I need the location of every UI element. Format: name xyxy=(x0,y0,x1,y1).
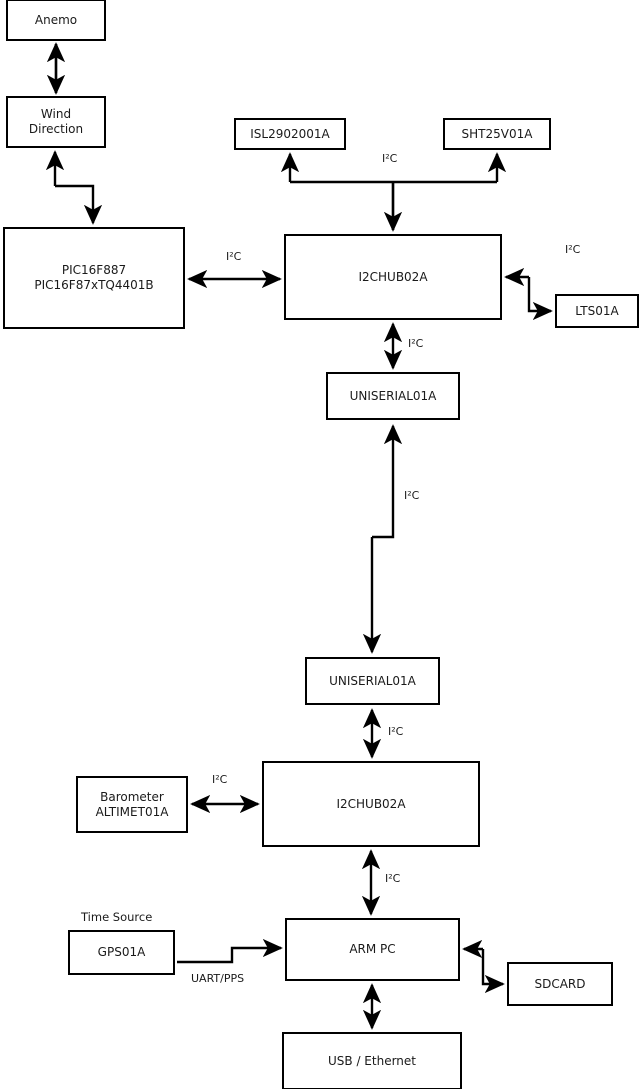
block-label-wind: Wind Direction xyxy=(28,107,84,136)
block-hub_top[interactable]: I2CHUB02A xyxy=(284,234,502,320)
block-barometer[interactable]: Barometer ALTIMET01A xyxy=(76,776,188,833)
lbl-hub-uniserial: I²C xyxy=(408,337,424,350)
block-label-armpc: ARM PC xyxy=(349,942,396,956)
block-label-barometer: Barometer ALTIMET01A xyxy=(95,789,169,819)
block-label-uniserial_1: UNISERIAL01A xyxy=(349,388,437,403)
lbl-uniserial-link: I²C xyxy=(404,489,420,502)
connector-hubtop-sensors xyxy=(280,152,507,232)
connector-pic-wind xyxy=(45,150,103,225)
block-label-anemo: Anemo xyxy=(34,12,78,27)
block-gps[interactable]: GPS01A xyxy=(68,930,175,975)
lbl-hub-lts: I²C xyxy=(565,243,581,256)
block-anemo[interactable]: Anemo xyxy=(6,0,106,41)
block-sdcard[interactable]: SDCARD xyxy=(507,962,613,1006)
time-source-label: Time Source xyxy=(81,910,153,924)
block-uniserial_1[interactable]: UNISERIAL01A xyxy=(326,372,460,420)
block-label-isl: ISL2902001A xyxy=(250,126,330,141)
block-label-usbeth: USB / Ethernet xyxy=(328,1053,416,1068)
block-hub_bottom[interactable]: I2CHUB02A xyxy=(262,761,480,847)
block-lts[interactable]: LTS01A xyxy=(555,294,639,328)
block-pic[interactable]: PIC16F887 PIC16F87xTQ4401B xyxy=(3,227,185,329)
block-label-hub_bottom: I2CHUB02A xyxy=(336,796,406,811)
block-wind[interactable]: Wind Direction xyxy=(6,96,106,148)
lbl-baro-hub2: I²C xyxy=(212,773,228,786)
connector-gps-armpc xyxy=(177,938,283,964)
lbl-gps-arm: UART/PPS xyxy=(191,972,245,985)
lbl-pic-hub: I²C xyxy=(226,250,242,263)
block-usbeth[interactable]: USB / Ethernet xyxy=(282,1032,462,1089)
block-label-lts: LTS01A xyxy=(575,303,619,318)
lbl-hub2-arm: I²C xyxy=(385,872,401,885)
block-isl[interactable]: ISL2902001A xyxy=(234,118,346,150)
block-label-uniserial_2: UNISERIAL01A xyxy=(329,673,416,688)
block-label-sht: SHT25V01A xyxy=(461,126,533,141)
lbl-uni2-hub2: I²C xyxy=(388,725,404,738)
block-label-pic: PIC16F887 PIC16F87xTQ4401B xyxy=(34,263,154,292)
lbl-hub-sensors: I²C xyxy=(382,152,398,165)
block-armpc[interactable]: ARM PC xyxy=(285,918,460,981)
connector-armpc-sdcard xyxy=(462,939,505,994)
block-label-hub_top: I2CHUB02A xyxy=(358,269,428,284)
block-label-sdcard: SDCARD xyxy=(534,976,586,991)
connector-hubtop-lts xyxy=(504,267,553,321)
connector-uniserial1-uniserial2 xyxy=(362,424,403,654)
block-label-gps: GPS01A xyxy=(97,945,146,959)
block-uniserial_2[interactable]: UNISERIAL01A xyxy=(305,657,440,705)
block-sht[interactable]: SHT25V01A xyxy=(443,118,551,150)
